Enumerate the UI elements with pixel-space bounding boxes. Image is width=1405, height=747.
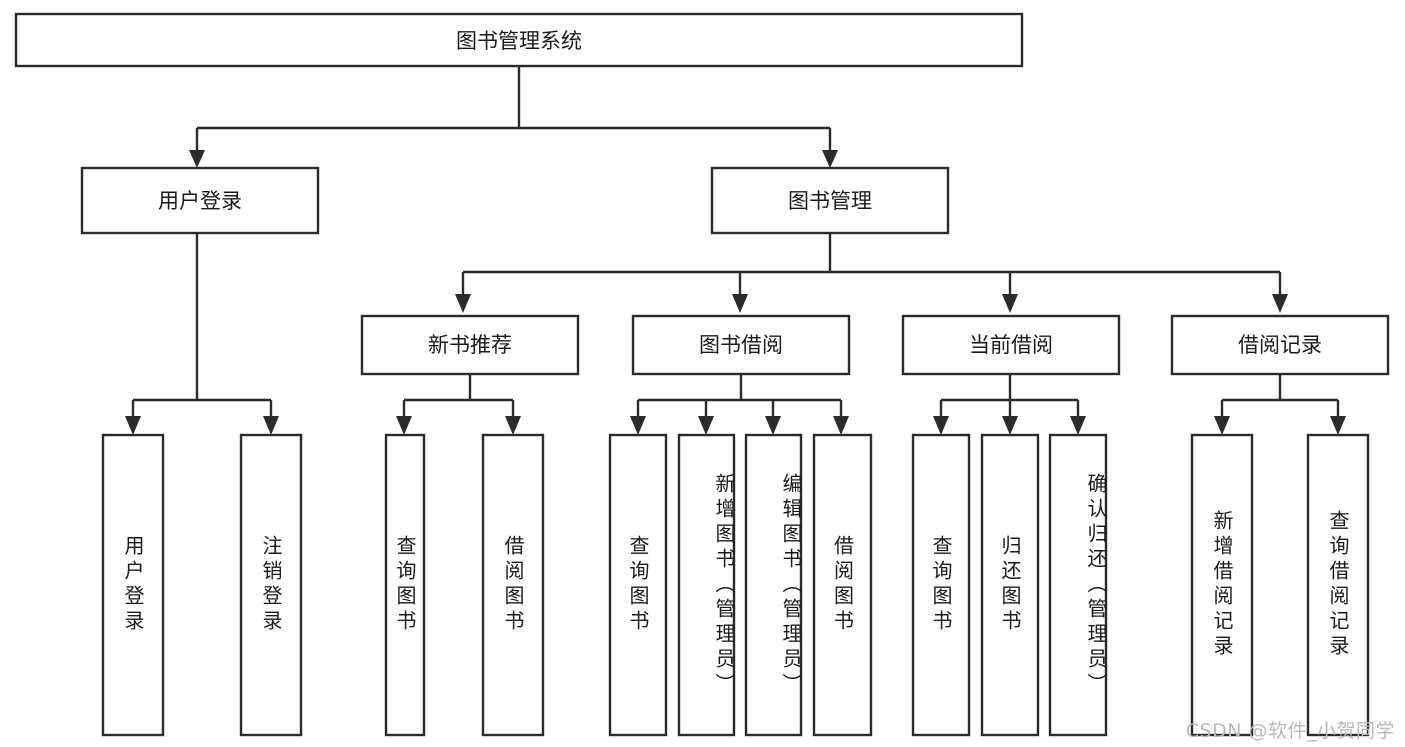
node-book-borrow[interactable] xyxy=(631,314,851,376)
leaf-add-borrow-record[interactable] xyxy=(1190,433,1254,737)
arrow-root-to-bookmgmt-icon xyxy=(822,150,838,168)
arrow-nb-l2-icon xyxy=(505,416,521,435)
node-book-borrow-label: 图书借阅 xyxy=(699,333,783,357)
leaf-edit-book-admin[interactable] xyxy=(744,433,803,737)
leaf-query-book-br[interactable] xyxy=(608,433,668,737)
arrow-user-leaf1-icon xyxy=(125,416,141,435)
leaf-query-borrow-record[interactable] xyxy=(1306,433,1370,737)
arrow-cb-l2-icon xyxy=(1002,416,1018,435)
arrow-br-l1-icon xyxy=(630,416,646,435)
arrow-bm-c3-icon xyxy=(1002,294,1018,313)
node-boxes: 图书管理系统 用户登录 图书管理 新书推荐 图书借阅 当前借阅 借阅记录 xyxy=(14,12,1390,737)
node-user-login-label: 用户登录 xyxy=(158,189,242,213)
arrow-br-l3-icon xyxy=(765,416,781,435)
node-borrow-record-label: 借阅记录 xyxy=(1238,333,1322,357)
arrow-user-leaf2-icon xyxy=(263,416,279,435)
node-borrow-record[interactable] xyxy=(1170,314,1390,376)
arrow-rc-l2-icon xyxy=(1330,416,1346,435)
leaf-return-book[interactable] xyxy=(980,433,1040,737)
connector-group xyxy=(125,66,1346,435)
arrow-br-l2-icon xyxy=(698,416,714,435)
leaf-confirm-return-admin[interactable] xyxy=(1048,433,1108,737)
node-user-login[interactable] xyxy=(80,166,320,235)
arrow-rc-l1-icon xyxy=(1214,416,1230,435)
leaf-query-book-nb[interactable] xyxy=(384,433,426,737)
arrow-cb-l3-icon xyxy=(1070,416,1086,435)
arrow-bm-c1-icon xyxy=(455,294,471,313)
node-book-management-label: 图书管理 xyxy=(788,189,872,213)
node-new-book-recommend-label: 新书推荐 xyxy=(428,333,512,357)
node-current-borrow-label: 当前借阅 xyxy=(969,333,1053,357)
node-root-label: 图书管理系统 xyxy=(456,29,582,53)
arrow-root-to-user-icon xyxy=(189,150,205,168)
node-new-book-recommend[interactable] xyxy=(360,314,580,376)
leaf-query-book-cb[interactable] xyxy=(911,433,971,737)
arrow-bm-c4-icon xyxy=(1272,294,1288,313)
leaf-add-book-admin[interactable] xyxy=(677,433,736,737)
arrow-br-l4-icon xyxy=(833,416,849,435)
leaf-user-login[interactable] xyxy=(101,433,165,737)
leaf-borrow-book-nb[interactable] xyxy=(481,433,545,737)
arrow-bm-c2-icon xyxy=(732,294,748,313)
arrow-nb-l1-icon xyxy=(396,416,412,435)
node-book-management[interactable] xyxy=(710,166,950,235)
node-root[interactable] xyxy=(14,12,1024,68)
leaf-logout[interactable] xyxy=(239,433,303,737)
csdn-watermark: CSDN @软件_小贺同学 xyxy=(1185,720,1395,742)
arrow-cb-l1-icon xyxy=(933,416,949,435)
leaf-borrow-book-br[interactable] xyxy=(812,433,873,737)
node-current-borrow[interactable] xyxy=(901,314,1121,376)
